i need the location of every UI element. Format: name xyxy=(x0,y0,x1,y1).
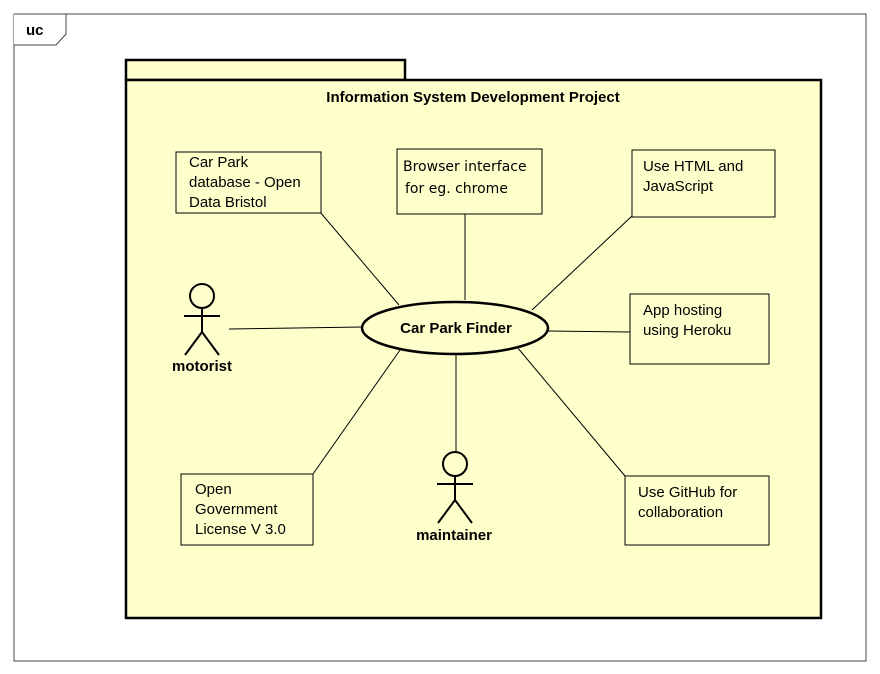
note-line: Browser interface xyxy=(403,159,527,175)
actor-motorist-icon xyxy=(184,283,220,356)
note-github-text: Use GitHub for collaboration xyxy=(638,483,737,523)
note-line: License V 3.0 xyxy=(195,521,286,538)
note-browser-text: Browser interface for eg. chrome xyxy=(403,156,527,200)
note-hosting-text: App hosting using Heroku xyxy=(643,301,731,341)
package-tab xyxy=(124,58,407,82)
note-html-text: Use HTML and JavaScript xyxy=(643,157,743,197)
note-hosting xyxy=(629,293,770,365)
frame-tag-label: uc xyxy=(26,22,44,39)
assoc-license xyxy=(312,349,401,475)
note-line: Car Park xyxy=(189,154,249,171)
note-database xyxy=(175,151,322,214)
note-line: collaboration xyxy=(638,504,724,521)
note-line: Government xyxy=(195,501,278,518)
note-browser xyxy=(396,148,543,215)
note-license-text: Open Government License V 3.0 xyxy=(195,480,286,540)
note-github xyxy=(624,475,770,546)
assoc-motorist xyxy=(228,326,363,330)
note-line: database - Open xyxy=(189,174,301,191)
note-database-text: Car Park database - Open Data Bristol xyxy=(189,153,301,213)
actor-maintainer-label: maintainer xyxy=(416,527,492,544)
assoc-github xyxy=(516,346,626,477)
frame-tag-box xyxy=(14,13,67,46)
use-case-car-park-finder xyxy=(360,300,550,356)
package-title: Information System Development Project xyxy=(326,89,620,106)
assoc-html xyxy=(531,215,633,311)
note-line: Data Bristol xyxy=(189,194,267,211)
note-html xyxy=(631,149,776,218)
assoc-database xyxy=(319,211,400,306)
note-license xyxy=(180,473,314,546)
use-case-label: Car Park Finder xyxy=(400,320,512,337)
note-line: Use HTML and xyxy=(643,158,744,175)
note-line: for eg. chrome xyxy=(405,181,508,197)
note-line: JavaScript xyxy=(643,178,714,195)
associations xyxy=(228,211,633,477)
actor-maintainer-icon xyxy=(437,451,473,524)
note-line: using Heroku xyxy=(643,322,732,339)
note-line: App hosting xyxy=(643,302,723,319)
note-line: Use GitHub for xyxy=(638,484,738,501)
actor-motorist-label: motorist xyxy=(172,358,232,375)
note-line: Open xyxy=(195,481,232,498)
assoc-hosting xyxy=(547,330,631,333)
